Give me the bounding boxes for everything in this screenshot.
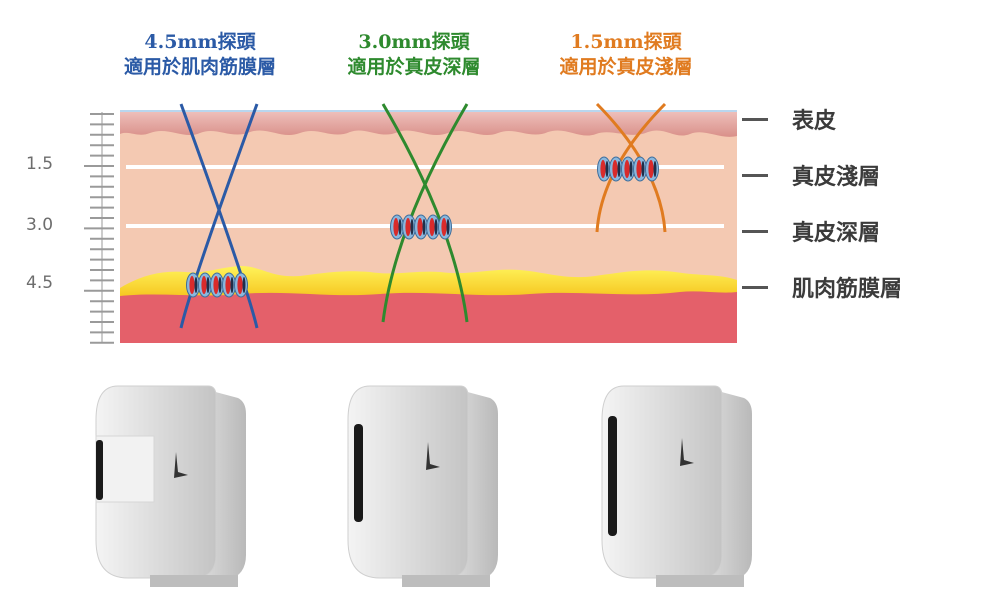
focus-point-icon bbox=[414, 214, 428, 240]
epidermis-layer bbox=[120, 110, 737, 137]
logo-mark-icon bbox=[426, 442, 440, 470]
probe-depth-label: 4.5mm探頭 bbox=[144, 31, 256, 53]
layer-label-deep-dermis: 真皮深層 bbox=[742, 216, 972, 246]
muscle-fascia-layer bbox=[120, 291, 737, 343]
logo-mark-icon bbox=[174, 452, 188, 478]
focus-point-icon bbox=[186, 272, 200, 298]
probe-usage-label: 適用於肌肉筋膜層 bbox=[123, 56, 276, 78]
focus-points-group bbox=[186, 156, 659, 298]
focus-point-icon bbox=[633, 156, 647, 182]
focus-point-icon bbox=[390, 214, 404, 240]
probe-depth-label: 3.0mm探頭 bbox=[358, 31, 470, 53]
depth-label-3-0: 3.0 bbox=[26, 215, 54, 235]
probe-title-1-5mm: 1.5mm探頭 適用於真皮淺層 bbox=[506, 30, 746, 80]
probe-depth-label: 1.5mm探頭 bbox=[570, 31, 682, 53]
focus-point-icon bbox=[210, 272, 224, 298]
layer-label-superficial-dermis: 真皮淺層 bbox=[742, 160, 972, 190]
probe-device-icon bbox=[95, 385, 246, 587]
probe-usage-label: 適用於真皮淺層 bbox=[559, 56, 693, 78]
depth-ruler bbox=[84, 112, 114, 344]
probe-title-3-0mm: 3.0mm探頭 適用於真皮深層 bbox=[294, 30, 534, 80]
focus-point-icon bbox=[621, 156, 635, 182]
probe-device-icon bbox=[601, 385, 752, 587]
level-line-superficial bbox=[126, 165, 724, 169]
fat-layer bbox=[120, 266, 737, 300]
layer-label-epidermis: 表皮 bbox=[742, 104, 972, 134]
focus-point-icon bbox=[222, 272, 236, 298]
probe-title-4-5mm: 4.5mm探頭 適用於肌肉筋膜層 bbox=[80, 30, 320, 80]
focus-point-icon bbox=[645, 156, 659, 182]
depth-label-4-5: 4.5 bbox=[26, 273, 54, 293]
probe-usage-label: 適用於真皮深層 bbox=[347, 56, 481, 78]
focus-point-icon bbox=[234, 272, 248, 298]
logo-mark-icon bbox=[680, 438, 694, 466]
focus-point-icon bbox=[426, 214, 440, 240]
focus-point-icon bbox=[609, 156, 623, 182]
focus-point-icon bbox=[597, 156, 611, 182]
focus-point-icon bbox=[438, 214, 452, 240]
layer-label-muscle-fascia: 肌肉筋膜層 bbox=[742, 272, 972, 302]
depth-label-1-5: 1.5 bbox=[26, 154, 54, 174]
probe-device-icon bbox=[347, 385, 498, 587]
focus-point-icon bbox=[402, 214, 416, 240]
focus-point-icon bbox=[198, 272, 212, 298]
